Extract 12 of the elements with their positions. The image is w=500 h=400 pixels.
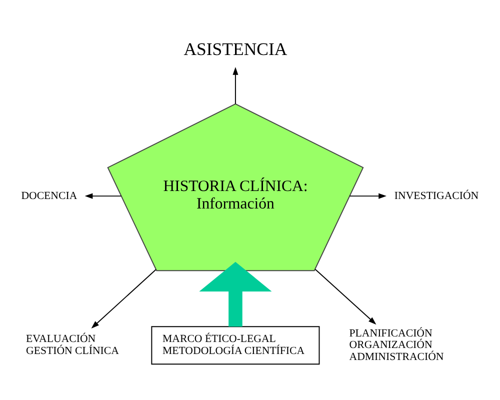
node-text: PLANIFICACIÓN ORGANIZACIÓN ADMINISTRACIÓN	[349, 327, 444, 363]
node-text: INVESTIGACIÓN	[394, 190, 479, 202]
node-text: ASISTENCIA	[184, 39, 288, 60]
node-text: EVALUACIÓN GESTIÓN CLÍNICA	[26, 333, 119, 358]
arrow	[232, 67, 238, 104]
node-box: MARCO ÉTICO-LEGAL METODOLOGÍA CIENTÍFICA	[151, 326, 320, 365]
arrow	[349, 193, 386, 199]
node-text: DOCENCIA	[21, 190, 78, 202]
arrow	[314, 268, 376, 325]
arrow	[84, 193, 122, 199]
arrow	[91, 269, 156, 328]
arrow	[199, 262, 272, 327]
